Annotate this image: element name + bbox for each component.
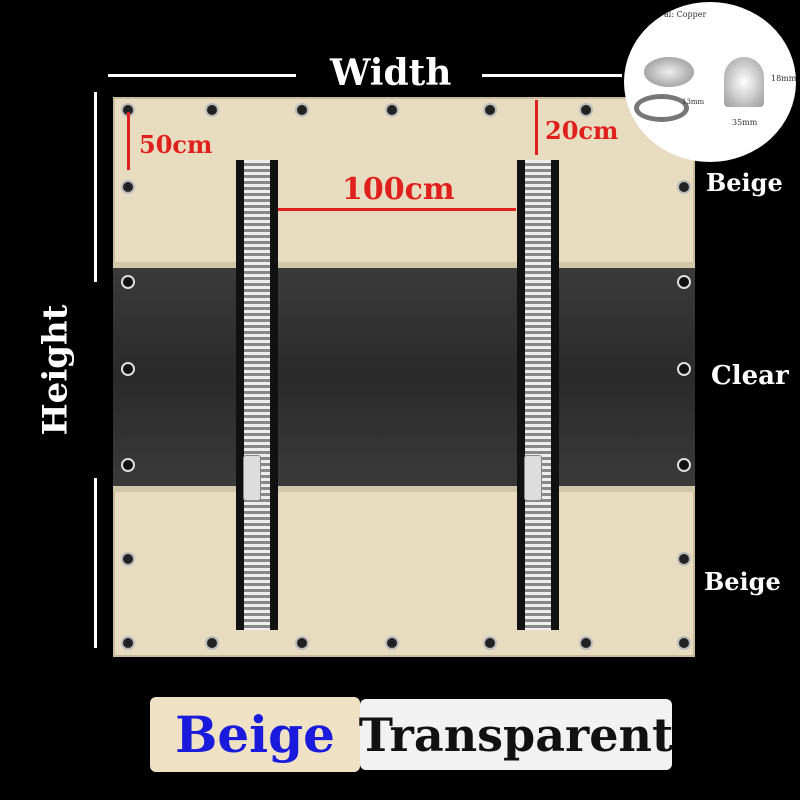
grommet — [385, 636, 399, 650]
grommet — [121, 362, 135, 376]
grommet — [385, 103, 399, 117]
width-line-right — [482, 74, 622, 77]
grommet — [579, 103, 593, 117]
grommet — [677, 458, 691, 472]
top-margin-arrow — [127, 112, 130, 170]
grommet — [483, 636, 497, 650]
section-label-middle: Clear — [711, 361, 789, 391]
grommet-hardware-icon — [644, 57, 694, 87]
grommet — [677, 636, 691, 650]
height-line-top — [94, 92, 97, 282]
grommet — [121, 180, 135, 194]
top-margin-label: 50cm — [139, 130, 213, 159]
grommet-hardware-inset: al: Copper 18mm 13mm 35mm — [624, 2, 796, 162]
zipper-left — [236, 160, 278, 630]
section-label-bottom: Beige — [704, 567, 781, 596]
grommet — [205, 103, 219, 117]
width-dim: 35mm — [732, 118, 758, 127]
grommet — [677, 275, 691, 289]
zipper-top-arrow — [535, 100, 538, 155]
grommet — [121, 458, 135, 472]
grommet — [121, 552, 135, 566]
material-text: al: Copper — [664, 10, 707, 19]
section-label-top: Beige — [706, 168, 783, 197]
option-beige-label: Beige — [175, 705, 335, 764]
grommet — [483, 103, 497, 117]
zipper-slider-left — [243, 455, 261, 501]
grommet — [677, 362, 691, 376]
zipper-right — [517, 160, 559, 630]
grommet — [121, 275, 135, 289]
zipper-top-label: 20cm — [545, 116, 619, 145]
height-line-bottom — [94, 478, 97, 648]
zipper-slider-right — [524, 455, 542, 501]
option-beige[interactable]: Beige — [150, 697, 360, 772]
height-dim: 18mm — [771, 74, 796, 83]
option-transparent[interactable]: Transparent — [358, 699, 674, 770]
spacing-arrow — [278, 208, 516, 211]
height-label: Height — [35, 304, 76, 436]
base-dim: 13mm — [682, 98, 705, 106]
grommet — [295, 636, 309, 650]
spacing-label: 100cm — [342, 172, 455, 207]
grommet — [295, 103, 309, 117]
width-label: Width — [330, 52, 452, 94]
option-transparent-label: Transparent — [358, 707, 674, 762]
grommet — [677, 552, 691, 566]
grommet — [579, 636, 593, 650]
clear-band — [113, 262, 695, 492]
grommet — [677, 180, 691, 194]
grommet — [205, 636, 219, 650]
width-line-left — [108, 74, 296, 77]
grommet — [121, 636, 135, 650]
